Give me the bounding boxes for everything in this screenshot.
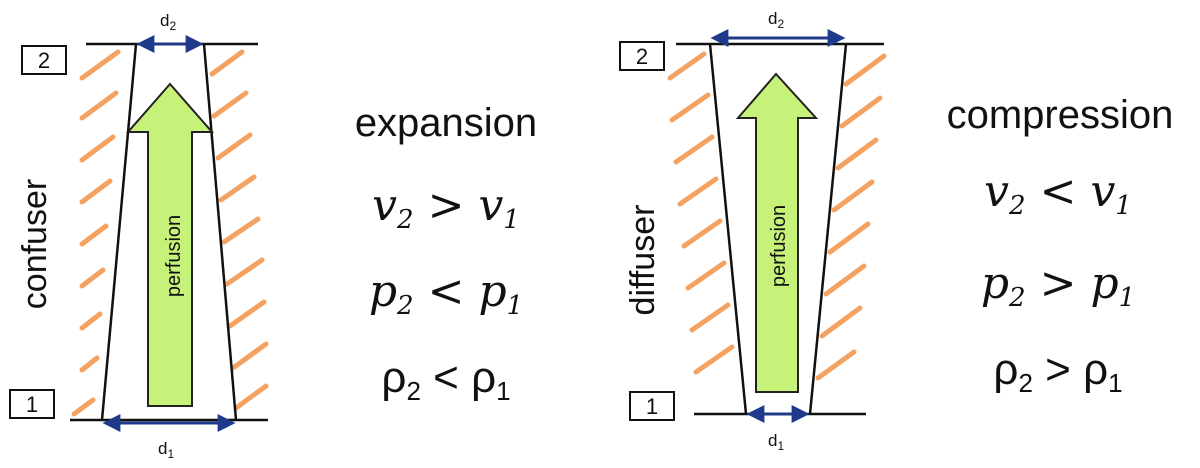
- confuser-station-box-1: [9, 389, 55, 419]
- confuser-station-label-2: 2: [38, 48, 50, 73]
- diffuser-relation-pressure: p2 > p1: [981, 258, 1135, 313]
- confuser-title: confuser: [16, 179, 54, 309]
- diffuser-dimension-label-bottom: d1: [768, 431, 784, 453]
- confuser-wall-right: [202, 43, 238, 421]
- diffuser-station-label-1: 1: [646, 394, 658, 419]
- confuser-wall-left: [100, 43, 138, 421]
- diffuser-wall-left: [708, 43, 748, 415]
- confuser-flow-arrow: [125, 82, 215, 407]
- diffuser-relation-density: ρ2 > ρ1: [993, 345, 1122, 398]
- diffuser-dimension-label-top: d2: [768, 9, 784, 31]
- diffuser-process-label: compression: [947, 93, 1174, 137]
- diffuser-wall-hatching-left: [667, 51, 735, 375]
- confuser-dimension-label-bottom: d1: [158, 439, 174, 461]
- confuser-panel: 2 1 d2 d1 perfusion confuser expansion v…: [9, 11, 537, 461]
- confuser-relation-velocity: v2 > v1: [372, 180, 520, 235]
- diffuser-station-box-1: [629, 391, 675, 421]
- confuser-process-label: expansion: [355, 101, 537, 145]
- confuser-wall-hatching-right: [209, 49, 269, 411]
- diffuser-relation-velocity: v2 < v1: [984, 166, 1132, 221]
- confuser-station-box-2: [21, 45, 67, 75]
- diffuser-flow-label: perfusion: [768, 205, 790, 287]
- diffuser-station-box-2: [619, 41, 665, 71]
- diffuser-wall-hatching-right: [815, 53, 887, 381]
- diffuser-wall-right: [808, 43, 848, 415]
- confuser-flow-label: perfusion: [163, 215, 185, 297]
- confuser-relation-density: ρ2 < ρ1: [381, 353, 510, 406]
- diffuser-title: diffuser: [624, 205, 662, 316]
- confuser-dimension-label-top: d2: [160, 11, 176, 33]
- diffuser-station-label-2: 2: [636, 44, 648, 69]
- diffuser-flow-arrow: [735, 72, 819, 393]
- confuser-wall-hatching-left: [71, 49, 121, 417]
- confuser-relation-pressure: p2 < p1: [369, 266, 523, 321]
- diffuser-panel: 2 1 d2 d1 perfusion diffuser compression…: [619, 9, 1174, 453]
- confuser-station-label-1: 1: [26, 392, 38, 417]
